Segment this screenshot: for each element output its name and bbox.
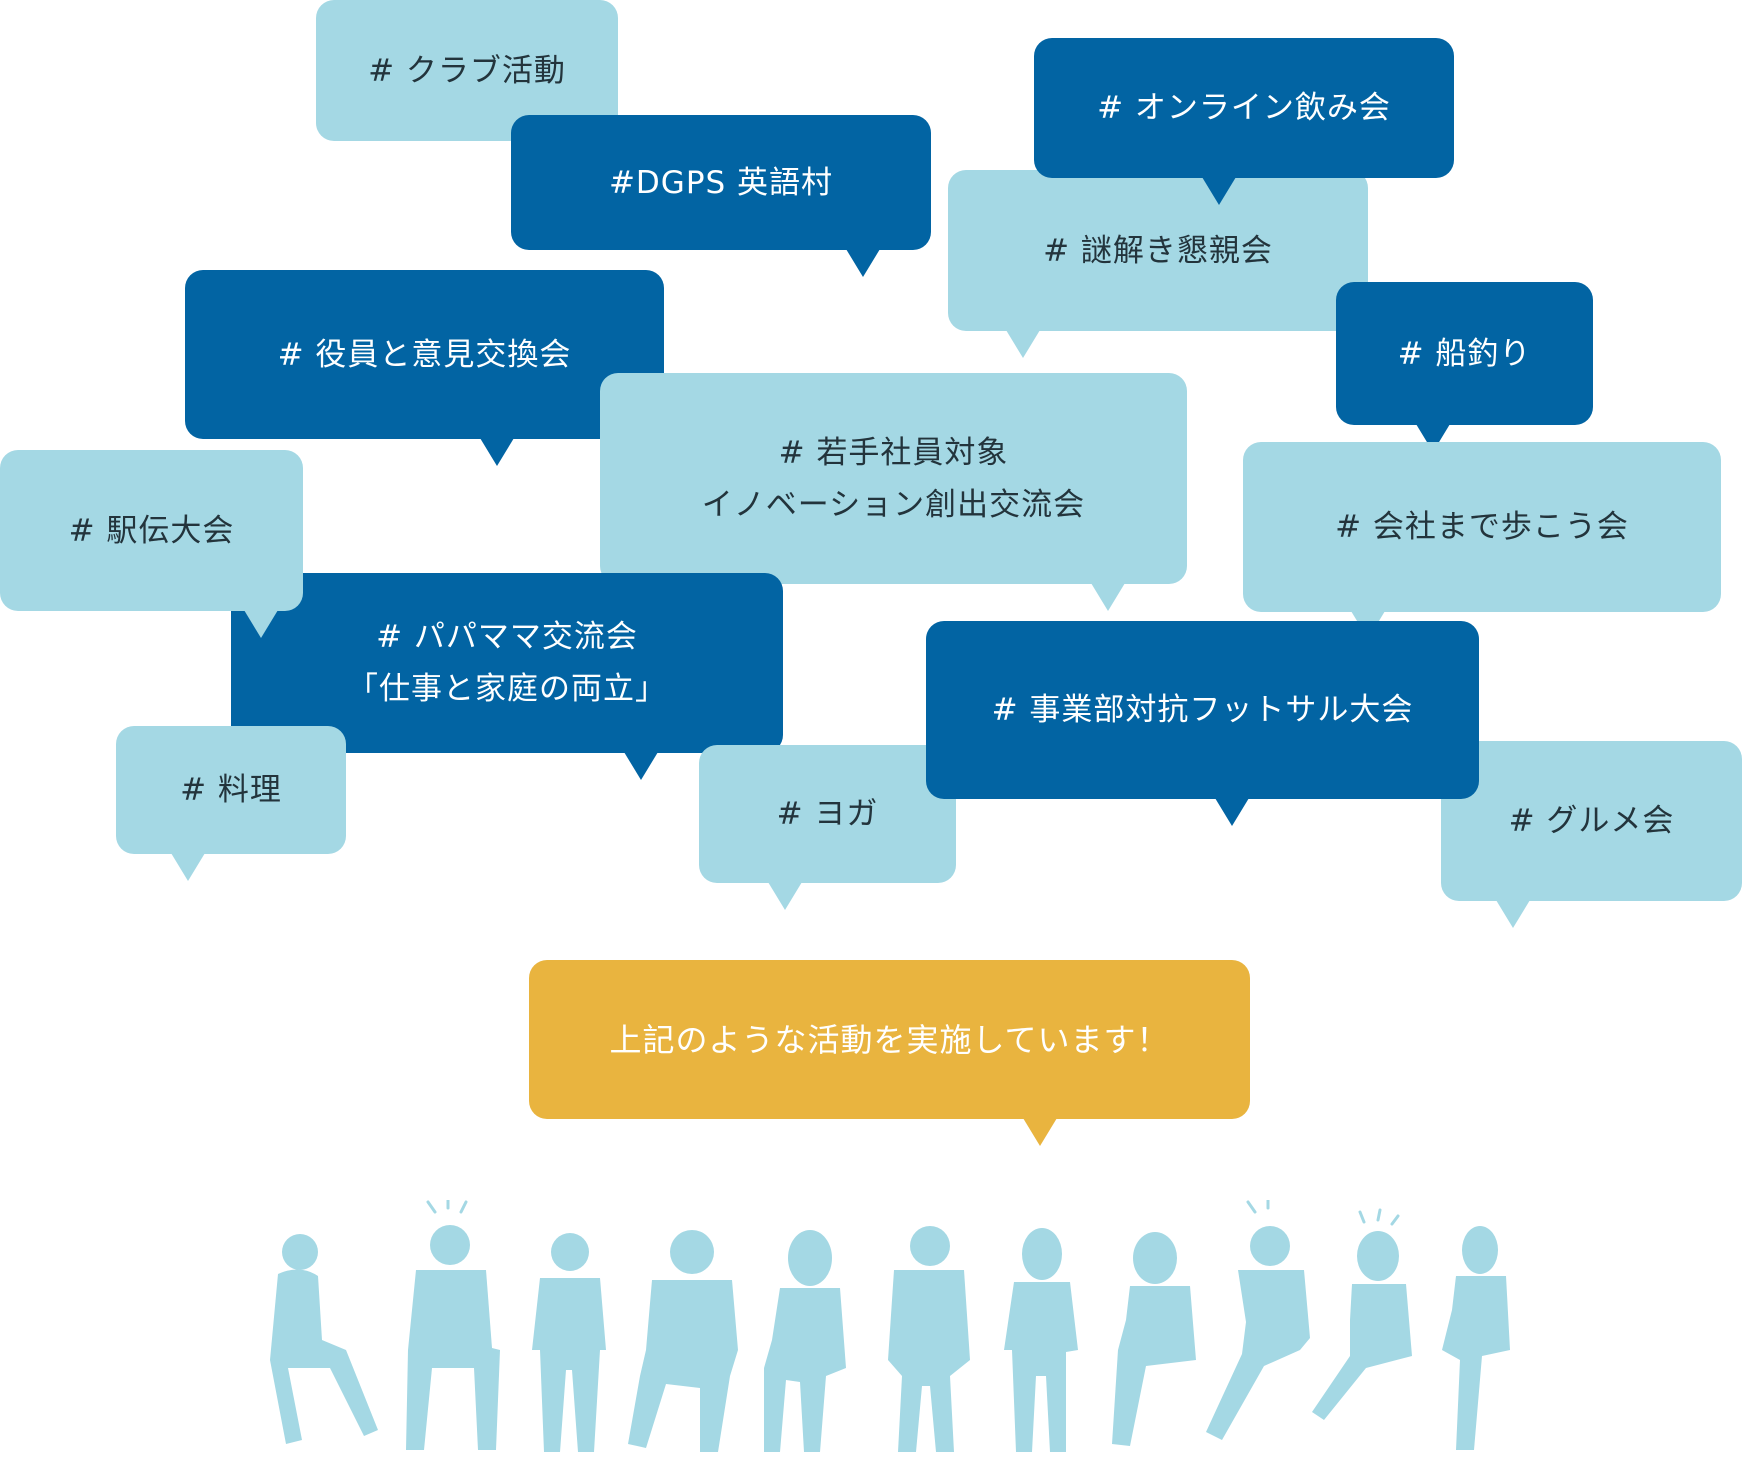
tag-nazo-label: # 謎解き懇親会 [1043,232,1273,269]
tag-kaisha-label: # 会社まで歩こう会 [1335,509,1629,545]
tag-futsal-bubble: # 事業部対抗フットサル大会 [926,621,1479,826]
people-group [270,1225,1510,1452]
summary-label: 上記のような活動を実施しています！ [609,1020,1170,1059]
tag-kaisha-bubble: # 会社まで歩こう会 [1243,442,1721,639]
tag-wakate-line2: イノベーション創出交流会 [701,486,1086,523]
tag-wakate-line1: # 若手社員対象 [778,434,1009,471]
tag-online-label: # オンライン飲み会 [1097,90,1391,126]
tag-dgps-bubble: #DGPS 英語村 [511,115,931,277]
seated-people-silhouettes-icon [270,1200,1510,1452]
tag-nazo-bubble: # 謎解き懇親会 [948,170,1368,358]
tag-club-label: # クラブ活動 [368,52,566,89]
tag-yakuin-bubble: # 役員と意見交換会 [185,270,664,466]
tag-ekiden-label: # 駅伝大会 [68,512,235,549]
tag-online-bubble: # オンライン飲み会 [1034,38,1454,205]
tag-funa-bubble: # 船釣り [1336,282,1593,452]
tag-futsal-label: # 事業部対抗フットサル大会 [991,692,1414,728]
tag-yoga-bubble: # ヨガ [699,745,956,910]
tag-papa-bubble: # パパママ交流会「仕事と家庭の両立」 [231,573,783,780]
tag-ryori-bubble: # 料理 [116,726,346,881]
tag-dgps-label: #DGPS 英語村 [608,164,834,201]
tag-ekiden-bubble: # 駅伝大会 [0,450,303,638]
tag-funa-label: # 船釣り [1397,335,1532,372]
summary-bubble: 上記のような活動を実施しています！ [529,960,1250,1146]
tag-yakuin-label: # 役員と意見交換会 [277,336,572,373]
tag-papa-line2: 「仕事と家庭の両立」 [347,671,667,707]
tag-gourmet-bubble: # グルメ会 [1441,741,1742,928]
tag-wakate-bubble: # 若手社員対象イノベーション創出交流会 [600,373,1187,611]
tag-papa-line1: # パパママ交流会 [376,619,638,655]
tag-ryori-label: # 料理 [180,772,282,808]
tag-yoga-label: # ヨガ [776,796,879,832]
tag-gourmet-label: # グルメ会 [1508,803,1675,839]
excitement-marks [426,1200,1400,1226]
